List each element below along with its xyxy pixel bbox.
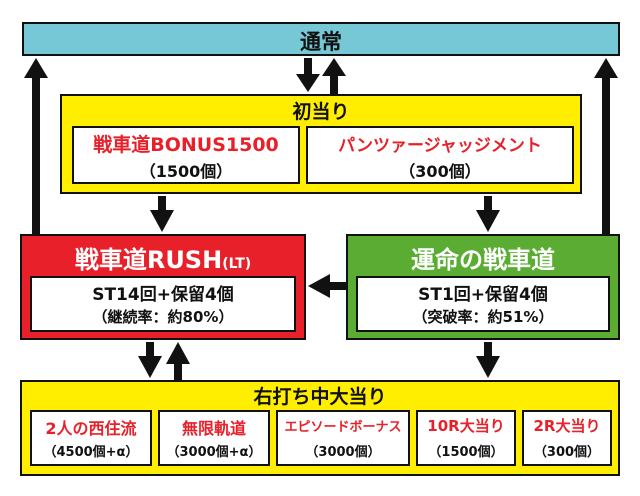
right-hit-item-name: 2人の西住流 [45,419,137,438]
first-hit-to-normal-arrowhead [322,58,346,76]
right-hit-item-name: 10R大当り [427,417,505,435]
bonus-to-rush-arrowhead [150,210,174,232]
right-hit-item: 2人の西住流 （4500個+α） [30,410,152,466]
bonus1500-name: 戦車道BONUS1500 [93,134,279,156]
rush-to-right-hit-arrowhead [138,356,162,378]
fate-to-rush-arrow [326,282,346,290]
normal-state-box: 通常 [22,22,620,56]
panzer-judgement-name: パンツァージャッジメント [338,136,542,156]
fate-to-normal-arrowhead [594,58,618,78]
panzer-judgement-count: （300個） [399,162,481,181]
fate-to-rush-arrowhead [308,274,330,298]
right-hit-title: 右打ち中大当り [253,386,387,408]
right-hit-item: 10R大当り （1500個） [416,410,516,466]
right-hit-item: エピソードボーナス （3000個） [276,410,410,466]
right-hit-panel: 右打ち中大当り 2人の西住流 （4500個+α） 無限軌道 （3000個+α） … [20,380,620,476]
bonus1500-box: 戦車道BONUS1500 （1500個） [72,126,300,184]
panzer-to-fate-arrow [484,196,492,214]
right-hit-item-name: 2R大当り [533,417,601,435]
right-hit-item: 2R大当り （300個） [522,410,612,466]
right-hit-item-count: （3000個+α） [166,445,262,460]
rush-panel: 戦車道RUSH(LT) ST14回+保留4個 （継続率：約80%） [20,234,306,340]
rush-detail-line1: ST14回+保留4個 [92,285,234,305]
right-hit-item-count: （4500個+α） [43,445,139,460]
right-hit-to-rush-arrow [174,360,182,380]
right-hit-item-count: （1500個） [428,445,504,460]
fate-detail-line2: （突破率：約51%） [412,308,554,326]
fate-to-right-hit-arrowhead [476,356,500,378]
right-hit-item-name: 無限軌道 [181,419,246,438]
fate-to-right-hit-arrow [484,342,492,360]
rush-title-row: 戦車道RUSH(LT) [22,240,304,275]
right-hit-item-name: エピソードボーナス [284,420,402,435]
right-hit-item-count: （300個） [533,445,601,460]
fate-to-normal-arrow [602,74,610,234]
fate-detail-box: ST1回+保留4個 （突破率：約51%） [356,276,610,332]
first-hit-panel: 初当り 戦車道BONUS1500 （1500個） パンツァージャッジメント （3… [60,94,582,194]
rush-detail-line2: （継続率：約80%） [92,308,234,326]
first-hit-title: 初当り [292,101,350,123]
rush-title: 戦車道RUSH [74,246,223,274]
first-hit-to-normal-arrow [330,72,338,94]
rush-detail-box: ST14回+保留4個 （継続率：約80%） [30,276,296,332]
rush-to-right-hit-arrow [146,342,154,360]
right-hit-item-count: （3000個） [305,445,381,460]
bonus1500-count: （1500個） [139,162,233,181]
rush-title-suffix: (LT) [222,256,252,272]
normal-state-label: 通常 [300,30,342,54]
panzer-judgement-box: パンツァージャッジメント （300個） [306,126,574,184]
fate-title: 運命の戦車道 [411,246,555,274]
rush-to-normal-arrow [32,74,40,234]
normal-to-first-hit-arrow [304,58,312,78]
right-hit-item: 無限軌道 （3000個+α） [158,410,270,466]
rush-to-normal-arrowhead [24,58,48,78]
fate-panel: 運命の戦車道 ST1回+保留4個 （突破率：約51%） [346,234,620,340]
panzer-to-fate-arrowhead [476,210,500,232]
normal-to-first-hit-arrowhead [296,74,320,92]
right-hit-to-rush-arrowhead [166,342,190,364]
bonus-to-rush-arrow [158,196,166,214]
fate-detail-line1: ST1回+保留4個 [418,285,548,305]
